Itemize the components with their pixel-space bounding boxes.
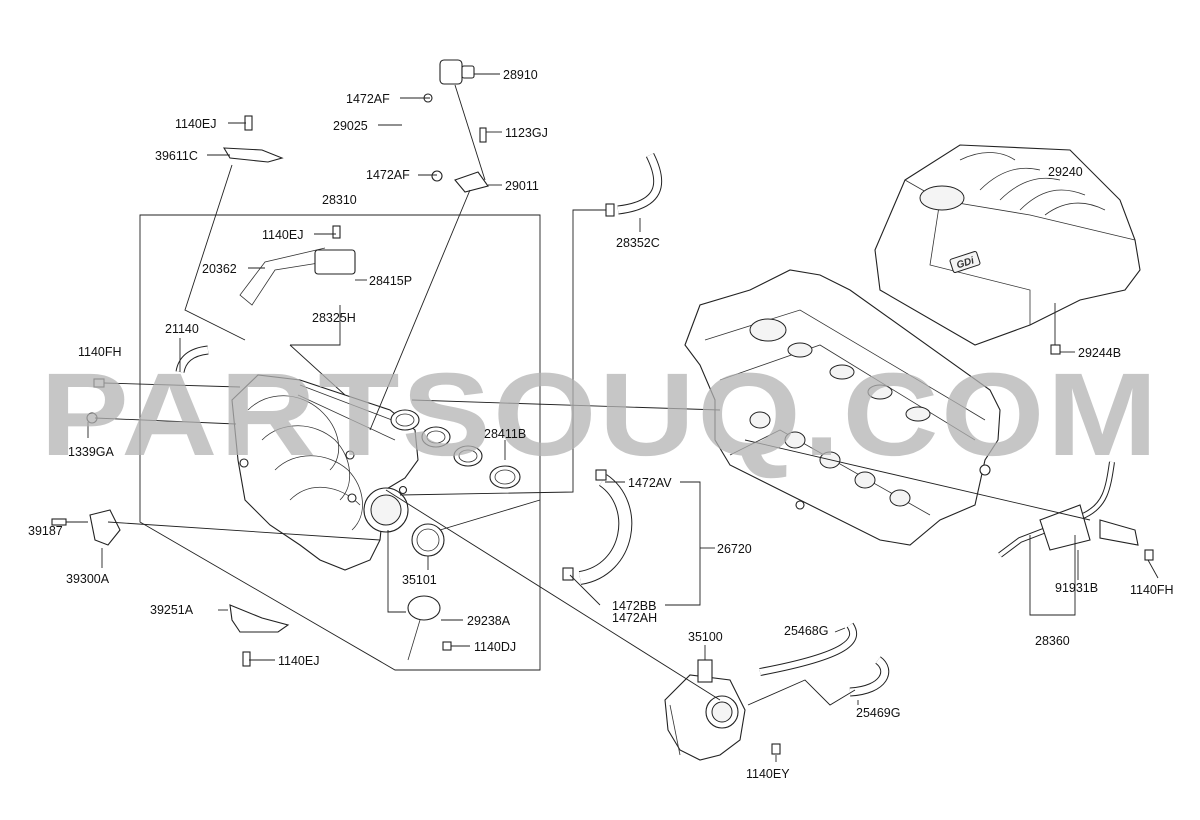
bracket-39611C[interactable] bbox=[222, 115, 284, 163]
cylinder-head[interactable] bbox=[684, 269, 1001, 546]
label-91931B[interactable]: 91931B bbox=[1055, 581, 1098, 595]
label-1339GA[interactable]: 1339GA bbox=[68, 445, 115, 459]
label-28910[interactable]: 28910 bbox=[503, 68, 538, 82]
throttle-gasket[interactable] bbox=[411, 523, 445, 557]
intake-manifold[interactable] bbox=[231, 374, 419, 571]
label-21140[interactable]: 21140 bbox=[165, 322, 199, 336]
label-1472AF-lower[interactable]: 1472AF bbox=[366, 168, 410, 182]
label-29238A[interactable]: 29238A bbox=[467, 614, 511, 628]
label-39187[interactable]: 39187 bbox=[28, 524, 63, 538]
label-1140EJ-manifold[interactable]: 1140EJ bbox=[262, 228, 303, 242]
label-1472AF[interactable]: 1472AF bbox=[346, 92, 390, 106]
label-1140FH-right[interactable]: 1140FH bbox=[1130, 583, 1174, 597]
label-35100[interactable]: 35100 bbox=[688, 630, 723, 644]
label-28352C[interactable]: 28352C bbox=[616, 236, 660, 250]
part-labels: 28910 1472AF 29025 1123GJ 1472AF 29011 1… bbox=[28, 68, 1174, 781]
label-28325H[interactable]: 28325H bbox=[312, 311, 356, 325]
label-29240[interactable]: 29240 bbox=[1048, 165, 1083, 179]
label-28411B[interactable]: 28411B bbox=[484, 427, 526, 441]
label-28360[interactable]: 28360 bbox=[1035, 634, 1070, 648]
label-39611C[interactable]: 39611C bbox=[155, 149, 198, 163]
label-29011[interactable]: 29011 bbox=[505, 179, 539, 193]
intake-gasket[interactable] bbox=[390, 409, 521, 489]
label-1472BB[interactable]: 1472BB bbox=[612, 599, 656, 613]
sensor-39300A[interactable] bbox=[51, 509, 121, 546]
label-20362[interactable]: 20362 bbox=[202, 262, 237, 276]
actuator-29238A[interactable] bbox=[407, 595, 441, 661]
hose-25469G[interactable] bbox=[849, 656, 890, 697]
label-39251A[interactable]: 39251A bbox=[150, 603, 194, 617]
label-1140DJ[interactable]: 1140DJ bbox=[474, 640, 516, 654]
pipe-28360[interactable] bbox=[998, 461, 1139, 558]
label-25468G[interactable]: 25468G bbox=[784, 624, 828, 638]
intake-manifold-frame bbox=[139, 214, 541, 671]
label-25469G[interactable]: 25469G bbox=[856, 706, 900, 720]
label-1140EY[interactable]: 1140EY bbox=[746, 767, 790, 781]
valve-28910[interactable] bbox=[423, 59, 475, 182]
elbow-21140[interactable] bbox=[175, 345, 209, 374]
hose-28352C[interactable] bbox=[605, 152, 663, 217]
label-39300A[interactable]: 39300A bbox=[66, 572, 110, 586]
fasteners[interactable] bbox=[86, 225, 1154, 755]
label-1472AV[interactable]: 1472AV bbox=[628, 476, 672, 490]
label-29025[interactable]: 29025 bbox=[333, 119, 368, 133]
label-35101[interactable]: 35101 bbox=[402, 573, 437, 587]
bracket-29011[interactable] bbox=[454, 127, 489, 193]
label-1472AH[interactable]: 1472AH bbox=[612, 611, 657, 625]
pcv-pipe-20362[interactable] bbox=[239, 247, 356, 306]
label-1140EJ[interactable]: 1140EJ bbox=[175, 117, 216, 131]
engine-cover[interactable]: GDi bbox=[874, 144, 1141, 346]
cover-badge-text: GDi bbox=[955, 255, 976, 271]
watermark-text: PARTSOUQ.COM bbox=[40, 349, 1160, 481]
label-1140EJ-lower[interactable]: 1140EJ bbox=[278, 654, 319, 668]
leader-lines bbox=[66, 73, 1159, 762]
hose-29025[interactable] bbox=[398, 97, 435, 173]
bracket-39251A[interactable] bbox=[229, 604, 290, 667]
label-28310[interactable]: 28310 bbox=[322, 193, 357, 207]
label-26720[interactable]: 26720 bbox=[717, 542, 752, 556]
throttle-body[interactable] bbox=[664, 659, 746, 761]
label-1140FH[interactable]: 1140FH bbox=[78, 345, 122, 359]
label-29244B[interactable]: 29244B bbox=[1078, 346, 1121, 360]
hose-26720[interactable] bbox=[562, 469, 633, 585]
label-28415P[interactable]: 28415P bbox=[369, 274, 412, 288]
label-1123GJ[interactable]: 1123GJ bbox=[505, 126, 548, 140]
hose-25468G[interactable] bbox=[759, 622, 858, 676]
